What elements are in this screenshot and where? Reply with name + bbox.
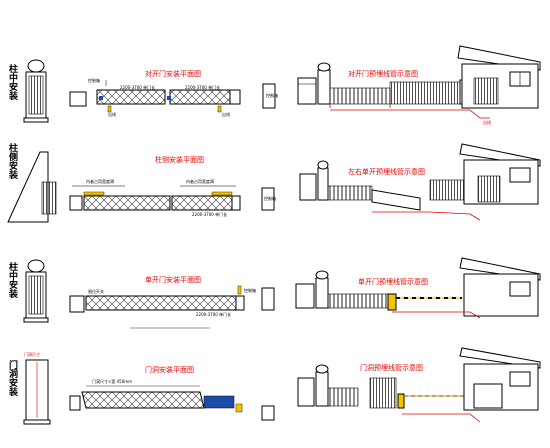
note-dims-1b: 2200-3700 单门长 [185, 84, 220, 90]
note-box-2: 控制箱 [264, 195, 276, 201]
plan-4: 门洞尺寸×宽 450mm [69, 378, 275, 421]
plan-title-1: 对开门安装平面图 [145, 69, 201, 78]
note-m1-1: 出线 [108, 111, 116, 117]
note-controller-1: 控制箱 [88, 77, 100, 83]
scene-title-4: 门洞预埋线管示意图 [360, 363, 423, 372]
plan-title-2: 柱侧安装平面图 [155, 155, 204, 164]
note-a-2: 内者占用宽度阈 [86, 178, 114, 184]
note-b-2: 内者占用宽度阈 [186, 178, 214, 184]
scene-title-2: 左右单开预埋线管示意图 [348, 167, 425, 176]
row-3: 单开门安装平面图 限位开关 控制箱 2200-3700 单门长 单开门预埋线管示… [23, 257, 541, 329]
row-label-2: 柱侧安装 [7, 143, 17, 179]
row-2: 柱侧安装平面图 内者占用宽度阈 内者占用宽度阈 2200-3700 单门长 控制… [7, 143, 541, 223]
pillar-illustration-1 [23, 59, 49, 123]
row-1: 对开门安装平面图 控制箱 2200-3700 单门长 2200-3700 单门长… [23, 45, 541, 125]
note-b-3: 控制箱 [244, 287, 256, 293]
note-a-4: 门洞尺寸 [24, 351, 40, 357]
row-label-1: 柱中安装 [7, 64, 17, 100]
note-dims-3: 2200-3700 单门长 [196, 311, 231, 317]
scene-4 [297, 347, 541, 423]
note-m2-1: 出线 [222, 111, 230, 117]
note-dims-2: 2200-3700 单门长 [192, 211, 227, 217]
note-box-1: 控制箱 [266, 92, 278, 98]
plan-3: 限位开关 控制箱 2200-3700 单门长 [69, 285, 275, 329]
row-label-3: 柱中安装 [7, 262, 17, 298]
note-a-3: 限位开关 [88, 288, 104, 294]
scene-note-1: 出线 [483, 119, 491, 125]
pillar-illustration-3 [23, 259, 49, 323]
row-4: 门洞尺寸 门洞安装平面图 门洞尺寸×宽 450mm 门洞预埋线管示意图 [23, 347, 541, 425]
note-b-4: 门洞尺寸×宽 450mm [92, 378, 132, 384]
pillar-illustration-2 [7, 151, 57, 223]
pillar-illustration-4: 门洞尺寸 [23, 351, 51, 425]
note-dims-1: 2200-3700 单门长 [120, 84, 155, 90]
plan-title-4: 门洞安装平面图 [145, 365, 194, 374]
scene-title-3: 单开门预埋线管示意图 [358, 277, 428, 286]
scene-2 [299, 143, 541, 221]
scene-3 [295, 257, 541, 319]
plan-title-3: 单开门安装平面图 [145, 275, 201, 284]
scene-title-1: 对开门预埋线管示意图 [348, 69, 418, 78]
row-label-4: 门洞安装 [7, 360, 17, 396]
plan-2: 内者占用宽度阈 内者占用宽度阈 2200-3700 单门长 控制箱 [69, 178, 276, 217]
scene-1: 出线 [297, 45, 541, 125]
plan-1: 控制箱 2200-3700 单门长 2200-3700 单门长 出线 出线 控制… [69, 77, 278, 117]
